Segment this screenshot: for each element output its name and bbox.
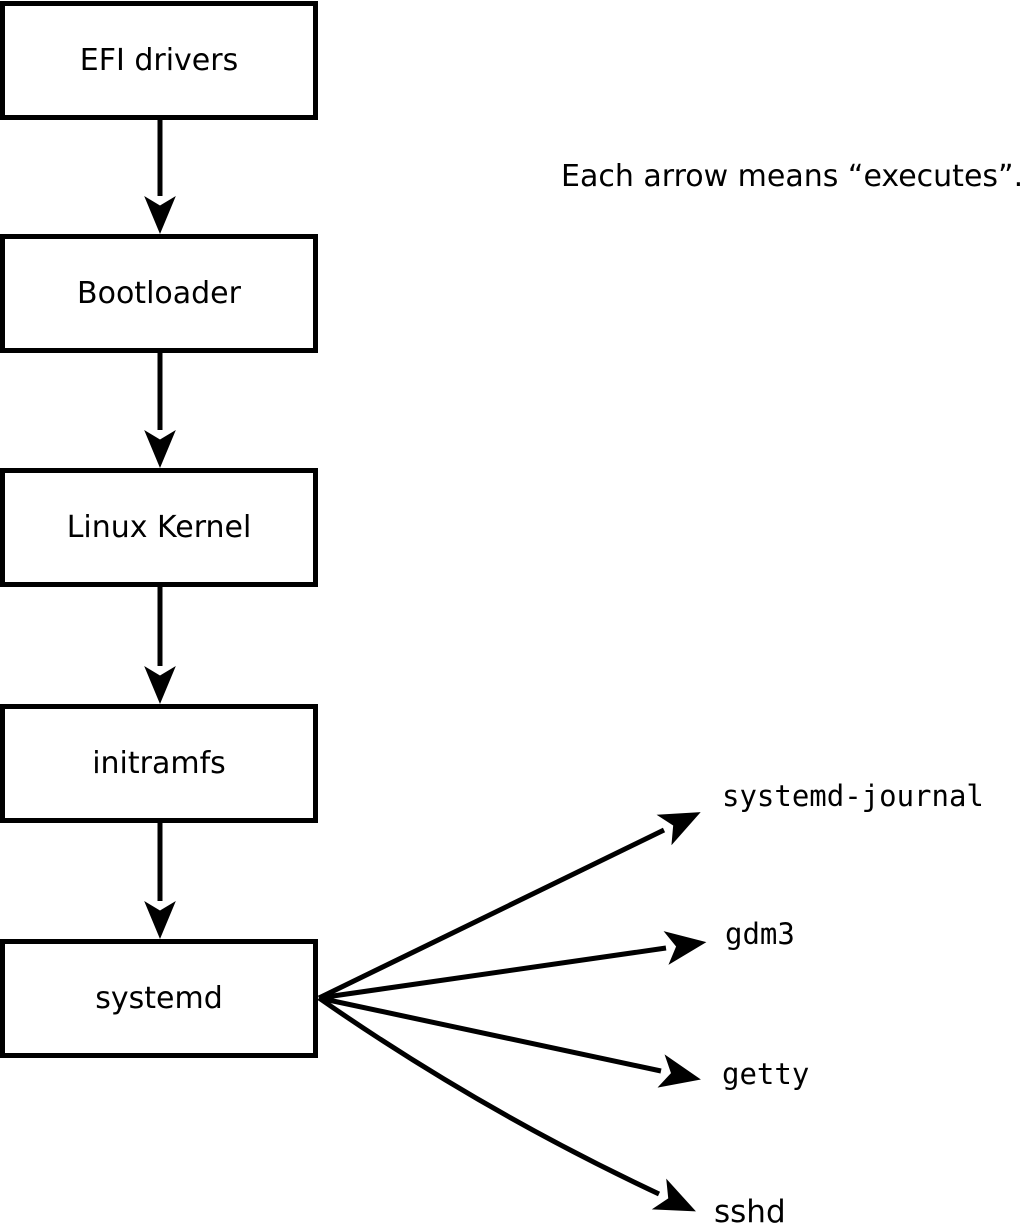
label-systemd-journal: systemd-journal xyxy=(722,779,984,813)
label-getty: getty xyxy=(722,1057,810,1091)
label-sshd: sshd xyxy=(714,1194,786,1230)
box-linux-kernel-label: Linux Kernel xyxy=(66,509,252,545)
box-bootloader-label: Bootloader xyxy=(77,275,241,311)
arrow-systemd-to-getty xyxy=(318,995,701,1088)
box-systemd: systemd xyxy=(0,939,318,1058)
box-initramfs: initramfs xyxy=(0,704,318,823)
arrow-systemd-to-journal xyxy=(317,812,701,1001)
arrow-systemd-to-sshd xyxy=(317,995,696,1212)
box-initramfs-label: initramfs xyxy=(92,745,226,781)
box-bootloader: Bootloader xyxy=(0,234,318,353)
annotation-note: Each arrow means “executes”. xyxy=(561,159,1023,194)
box-efi-drivers-label: EFI drivers xyxy=(79,42,239,78)
arrow-systemd-to-gdm3 xyxy=(318,931,707,1001)
box-linux-kernel: Linux Kernel xyxy=(0,468,318,587)
box-efi-drivers: EFI drivers xyxy=(0,1,318,120)
box-systemd-label: systemd xyxy=(95,980,223,1016)
label-gdm3: gdm3 xyxy=(725,917,795,951)
